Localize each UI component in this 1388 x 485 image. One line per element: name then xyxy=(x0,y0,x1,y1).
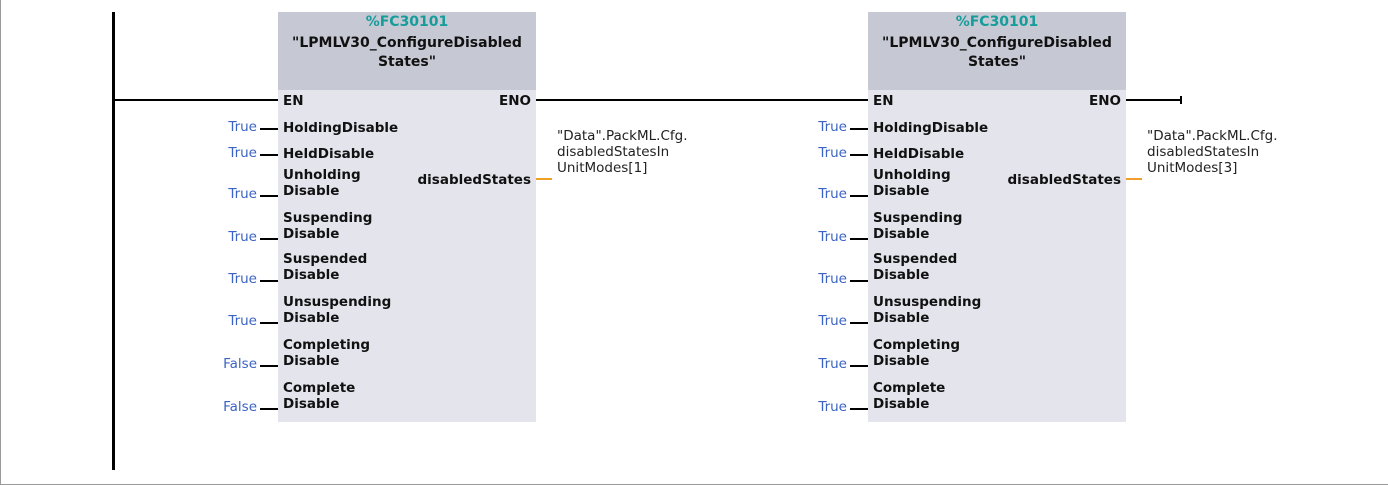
block-number: %FC30101 xyxy=(365,14,449,30)
pin-suspending-disable[interactable]: Suspending Disable xyxy=(283,210,373,242)
pin-completing-disable[interactable]: Completing Disable xyxy=(283,337,371,369)
input-value[interactable]: True xyxy=(228,119,257,135)
input-stub xyxy=(260,154,278,156)
input-value[interactable]: True xyxy=(818,356,847,372)
input-value[interactable]: True xyxy=(228,271,257,287)
output-stub xyxy=(536,178,552,180)
input-stub xyxy=(850,280,868,282)
block-number: %FC30101 xyxy=(955,14,1039,30)
input-value[interactable]: False xyxy=(223,356,257,372)
pin-suspended-disable[interactable]: Suspended Disable xyxy=(283,251,368,283)
output-operand[interactable]: "Data".PackML.Cfg. disabledStatesIn Unit… xyxy=(557,128,688,176)
rung-wire-middle xyxy=(536,99,868,101)
input-stub xyxy=(260,238,278,240)
pin-eno[interactable]: ENO xyxy=(1089,93,1121,109)
pin-suspended-disable[interactable]: Suspended Disable xyxy=(873,251,958,283)
input-stub xyxy=(260,280,278,282)
input-value[interactable]: True xyxy=(818,145,847,161)
input-stub xyxy=(260,365,278,367)
rung-wire-right xyxy=(1126,99,1181,101)
pin-en[interactable]: EN xyxy=(283,93,304,109)
pin-unholding-disable[interactable]: Unholding Disable xyxy=(283,167,361,199)
pin-complete-disable[interactable]: Complete Disable xyxy=(283,380,356,412)
pin-completing-disable[interactable]: Completing Disable xyxy=(873,337,961,369)
block-name: "LPMLV30_ConfigureDisabled States" xyxy=(292,35,522,70)
input-stub xyxy=(850,195,868,197)
output-stub xyxy=(1126,178,1142,180)
pin-held-disable[interactable]: HeldDisable xyxy=(873,146,965,162)
input-stub xyxy=(260,128,278,130)
function-block-1[interactable]: %FC30101 "LPMLV30_ConfigureDisabled Stat… xyxy=(278,12,536,422)
input-value[interactable]: True xyxy=(818,313,847,329)
input-stub xyxy=(260,408,278,410)
input-value[interactable]: True xyxy=(228,229,257,245)
input-stub xyxy=(260,195,278,197)
input-stub xyxy=(850,238,868,240)
input-stub xyxy=(850,322,868,324)
rung-end-tick xyxy=(1180,96,1182,104)
input-value[interactable]: True xyxy=(818,119,847,135)
pin-unholding-disable[interactable]: Unholding Disable xyxy=(873,167,951,199)
pin-holding-disable[interactable]: HoldingDisable xyxy=(873,120,989,136)
input-stub xyxy=(260,322,278,324)
output-operand[interactable]: "Data".PackML.Cfg. disabledStatesIn Unit… xyxy=(1147,128,1278,176)
pin-eno[interactable]: ENO xyxy=(499,93,531,109)
power-rail xyxy=(112,12,115,470)
input-value[interactable]: True xyxy=(228,313,257,329)
input-value[interactable]: True xyxy=(228,145,257,161)
pin-held-disable[interactable]: HeldDisable xyxy=(283,146,375,162)
input-stub xyxy=(850,154,868,156)
input-value[interactable]: True xyxy=(818,186,847,202)
pin-disabled-states[interactable]: disabledStates xyxy=(1007,172,1121,188)
block-header: %FC30101 "LPMLV30_ConfigureDisabled Stat… xyxy=(278,12,536,90)
input-value[interactable]: True xyxy=(818,399,847,415)
input-value[interactable]: False xyxy=(223,399,257,415)
pin-en[interactable]: EN xyxy=(873,93,894,109)
pin-holding-disable[interactable]: HoldingDisable xyxy=(283,120,399,136)
function-block-2[interactable]: %FC30101 "LPMLV30_ConfigureDisabled Stat… xyxy=(868,12,1126,422)
pin-disabled-states[interactable]: disabledStates xyxy=(417,172,531,188)
pin-unsuspending-disable[interactable]: Unsuspending Disable xyxy=(873,294,982,326)
input-stub xyxy=(850,408,868,410)
pin-suspending-disable[interactable]: Suspending Disable xyxy=(873,210,963,242)
pin-complete-disable[interactable]: Complete Disable xyxy=(873,380,946,412)
input-stub xyxy=(850,128,868,130)
input-value[interactable]: True xyxy=(818,229,847,245)
rung-wire-left xyxy=(115,99,278,101)
block-header: %FC30101 "LPMLV30_ConfigureDisabled Stat… xyxy=(868,12,1126,90)
input-value[interactable]: True xyxy=(228,186,257,202)
input-value[interactable]: True xyxy=(818,271,847,287)
block-name: "LPMLV30_ConfigureDisabled States" xyxy=(882,35,1112,70)
pin-unsuspending-disable[interactable]: Unsuspending Disable xyxy=(283,294,392,326)
input-stub xyxy=(850,365,868,367)
